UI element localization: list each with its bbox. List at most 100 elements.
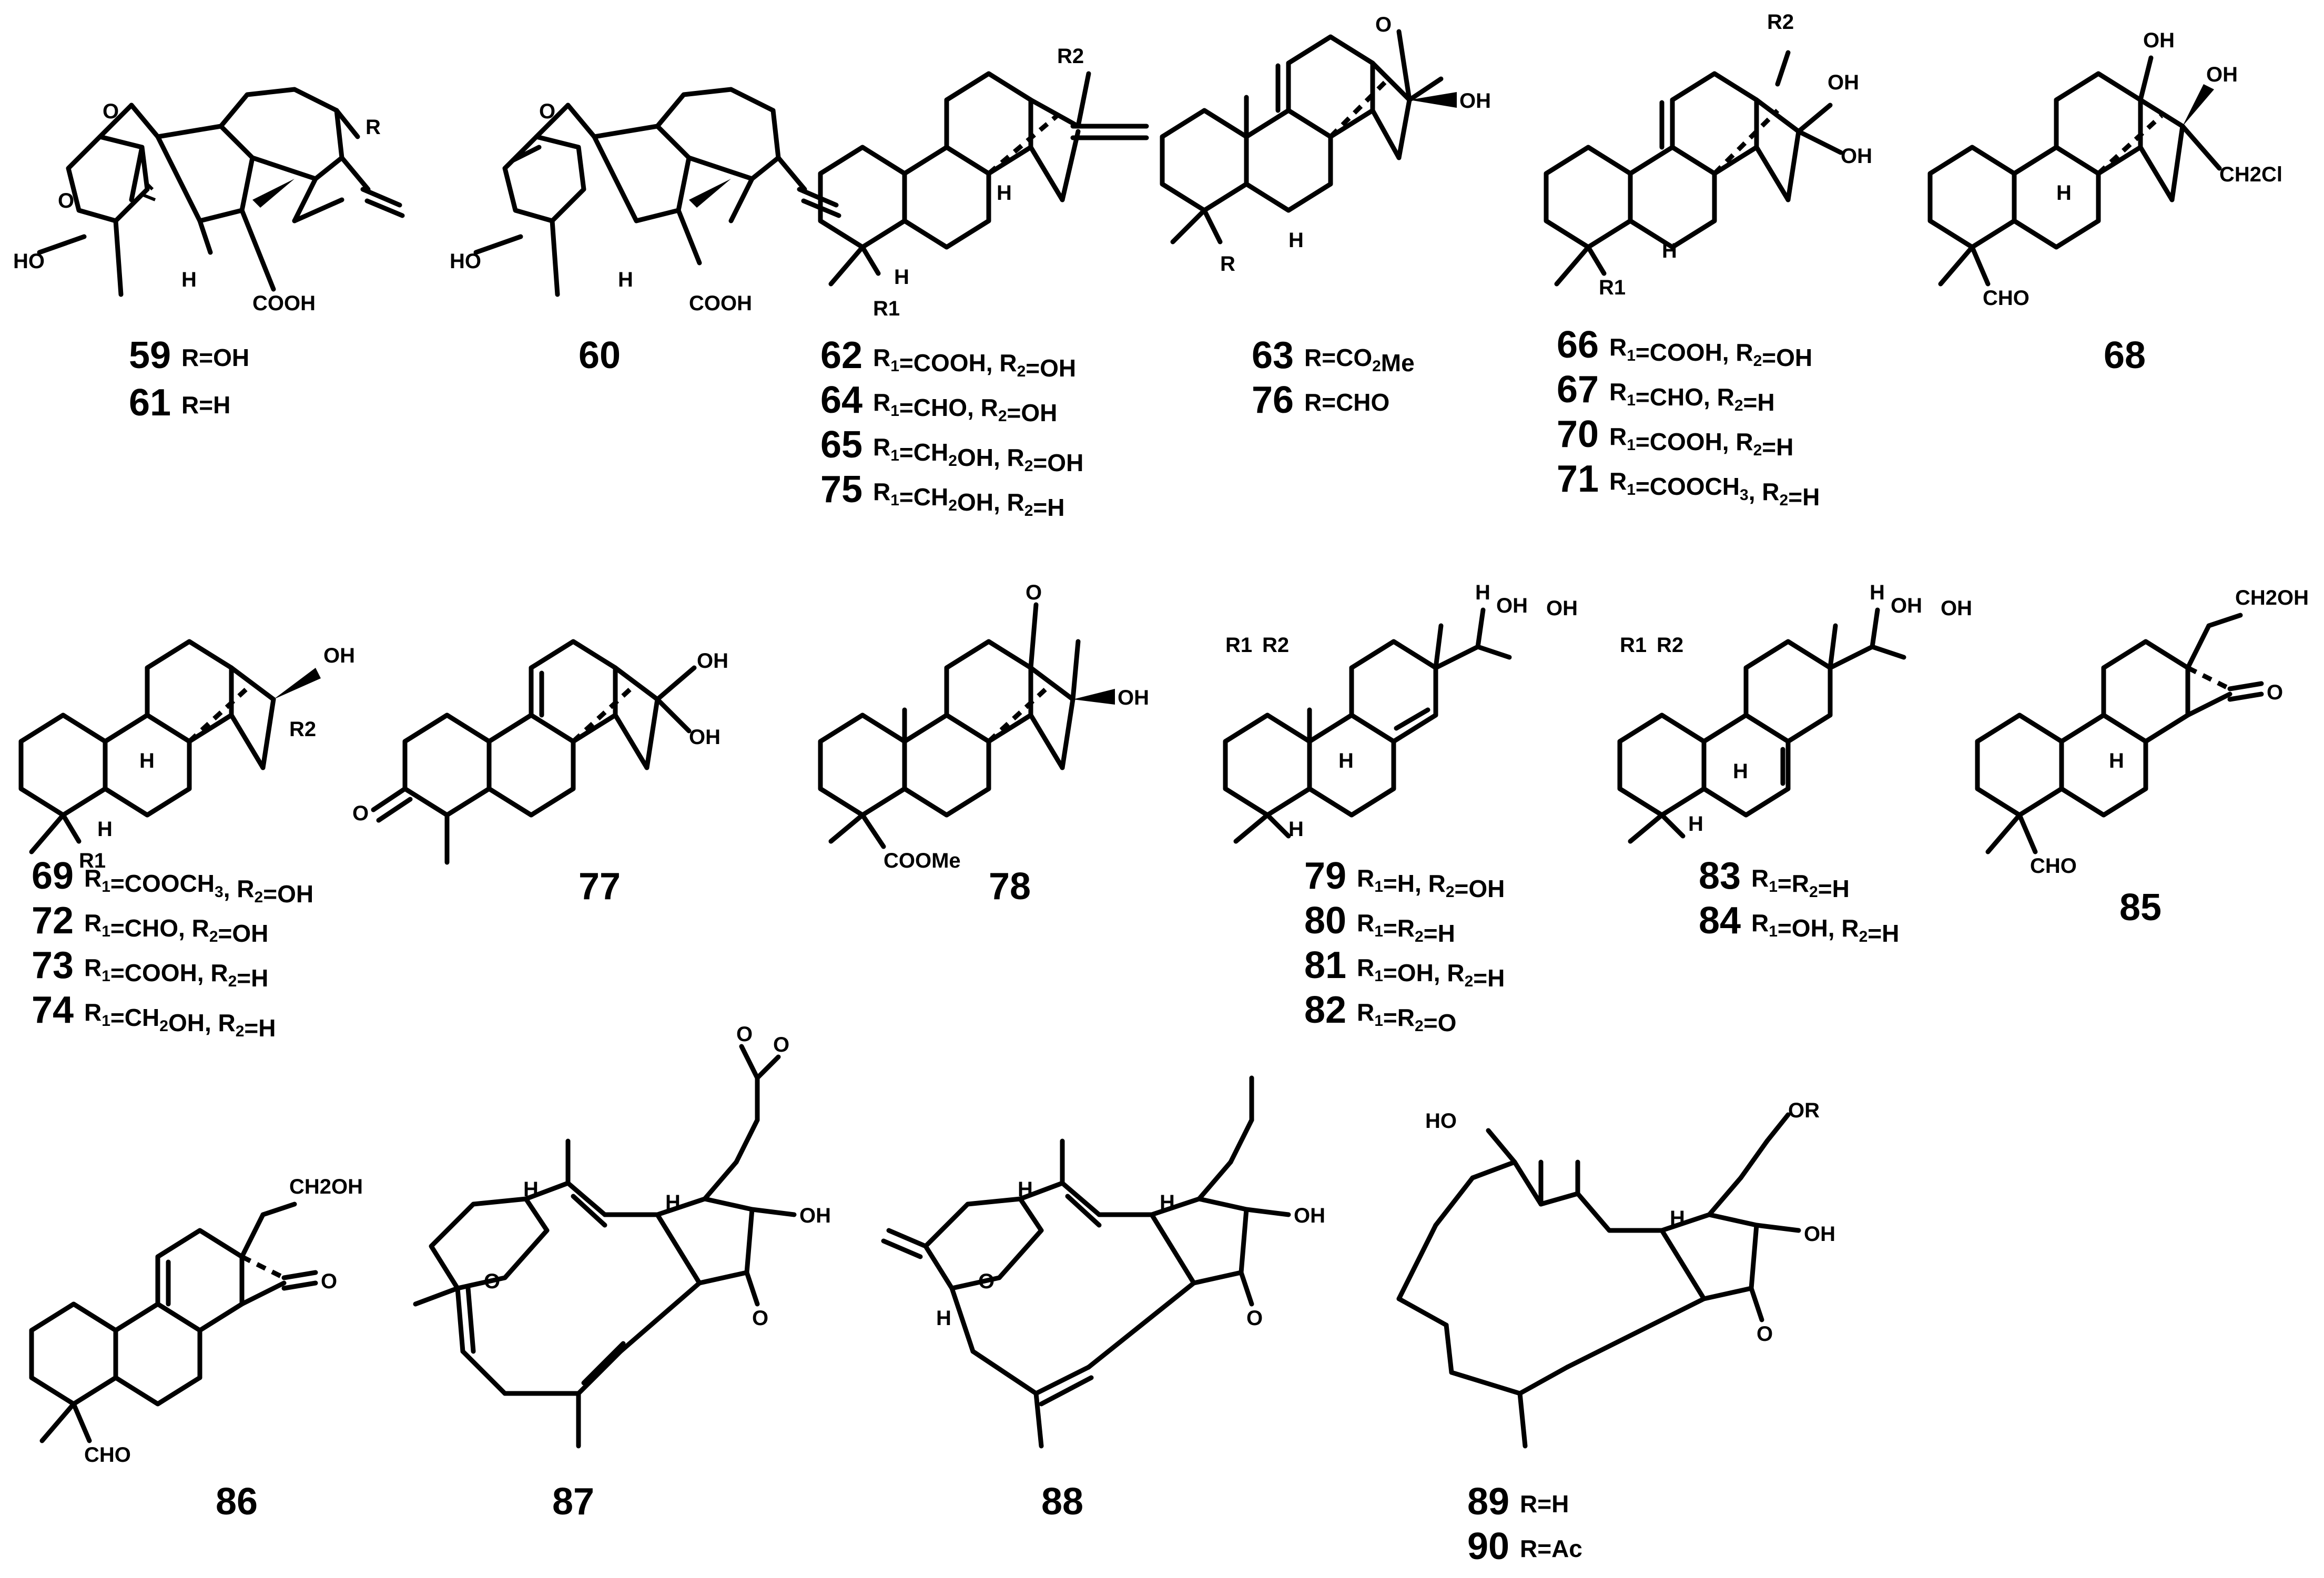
hydrogen-label: H: [97, 818, 113, 841]
oxygen-label: O: [2267, 681, 2283, 704]
oxygen-label: O: [1375, 13, 1392, 36]
compound-number: 64: [820, 379, 862, 421]
hydrogen-label: H: [1160, 1191, 1175, 1214]
chloromethyl-label: CH2Cl: [2219, 163, 2282, 186]
hydrogen-label: H: [1870, 581, 1885, 604]
hydrogen-label: H: [139, 749, 155, 772]
oxygen-label: O: [773, 1033, 789, 1056]
compound-label-79: 79 R1=H, R2=OH: [1304, 855, 1505, 902]
compound-number: 77: [579, 866, 621, 908]
structure-86: CH2OH O CHO: [29, 1175, 363, 1467]
compound-label-88: 88: [1041, 1481, 1083, 1523]
compound-number: 86: [216, 1481, 258, 1523]
structure-66-family: OH OH R2 H R1: [1544, 11, 1872, 299]
compound-number: 66: [1557, 324, 1599, 366]
hydrogen-label: H: [1733, 760, 1748, 783]
substituent-definition: R1=COOH, R2=OH: [873, 344, 1076, 382]
substituent-definition: R1=CHO, R2=H: [1609, 378, 1775, 416]
structure-83-84: H OH OH R1 R2 H H: [1617, 581, 1972, 844]
ether-label: OR: [1788, 1099, 1820, 1122]
hydroxyl-label: OH: [1496, 594, 1528, 617]
hydroxyl-label: OH: [1841, 145, 1872, 168]
hydrogen-label: H: [2109, 749, 2124, 772]
compound-number: 73: [32, 944, 74, 986]
hydroxyl-label: OH: [697, 649, 728, 673]
hydrogen-label: H: [894, 266, 909, 289]
structure-69-family: OH R2 H H R1: [18, 639, 355, 872]
hydroxyl-label: OH: [1828, 71, 1859, 94]
hydroxymethyl-label: CH2OH: [2235, 586, 2309, 609]
compound-number: 87: [552, 1481, 594, 1523]
compound-label-77: 77: [579, 866, 621, 908]
substituent-definition: R1=R2=O: [1357, 999, 1456, 1036]
r1-label: R1: [873, 297, 900, 320]
substituent-definition: R1=OH, R2=H: [1357, 954, 1505, 992]
r1-label: R1: [1225, 634, 1252, 657]
compound-label-66: 66 R1=COOH, R2=OH: [1557, 324, 1812, 371]
oxygen-label: O: [1026, 581, 1042, 604]
r1-label: R1: [1620, 634, 1647, 657]
compound-label-78: 78: [989, 866, 1031, 908]
compound-number: 61: [129, 382, 171, 424]
substituent-definition: R1=R2=H: [1751, 864, 1850, 902]
substituent-definition: R=H: [181, 391, 230, 419]
substituent-definition: R1=COOCH3, R2=OH: [84, 864, 313, 908]
compound-label-60: 60: [579, 334, 621, 376]
hydrogen-label: H: [523, 1178, 539, 1201]
substituent-definition: R1=H, R2=OH: [1357, 864, 1505, 902]
r-label: R: [366, 116, 381, 139]
compound-number: 90: [1467, 1525, 1509, 1567]
hash-wedge: [141, 182, 156, 201]
substituent-definition: R1=CH2OH, R2=H: [873, 478, 1065, 521]
hydrogen-label: H: [1688, 812, 1703, 836]
compound-number: 76: [1252, 379, 1294, 421]
compound-number: 79: [1304, 855, 1346, 897]
substituent-definition: R=CHO: [1304, 389, 1389, 416]
compound-number: 89: [1467, 1481, 1509, 1523]
hydrogen-label: H: [665, 1191, 681, 1214]
compound-label-87: 87: [552, 1481, 594, 1523]
substituent-definition: R1=COOH, R2=H: [84, 954, 268, 992]
hydrogen-label: H: [1018, 1178, 1033, 1201]
compound-number: 68: [2104, 334, 2146, 376]
compound-label-73: 73 R1=COOH, R2=H: [32, 944, 268, 992]
compound-label-76: 76 R=CHO: [1252, 379, 1389, 421]
substituent-definition: R1=CH2OH, R2=OH: [873, 433, 1083, 476]
structure-89-90: HO H OH O OR: [1396, 1099, 1835, 1449]
substituent-definition: R1=CHO, R2=OH: [873, 389, 1057, 426]
hydrogen-label: H: [1475, 581, 1490, 604]
aldehyde-label: CHO: [2030, 854, 2077, 878]
compound-number: 69: [32, 855, 74, 897]
r2-label: R2: [1057, 45, 1084, 68]
substituent-definition: R1=COOH, R2=OH: [1609, 333, 1812, 371]
hydroxyl-label: OH: [1294, 1204, 1325, 1227]
hydroxyl-label: HO: [1425, 1109, 1457, 1133]
hydrogen-label: H: [181, 268, 197, 291]
structure-63-76: O OH H R: [1160, 13, 1491, 276]
compound-number: 74: [32, 989, 74, 1031]
r1-label: R1: [1599, 276, 1626, 299]
substituent-definition: R=CO2Me: [1304, 344, 1415, 376]
oxygen-label: O: [103, 100, 119, 123]
hydroxyl-label: HO: [13, 250, 45, 273]
substituent-definition: R1=COOH, R2=H: [1609, 423, 1793, 461]
compound-number: 75: [820, 469, 862, 511]
oxygen-label: O: [539, 100, 555, 123]
hydroxyl-label: OH: [2143, 29, 2175, 52]
substituent-definition: R1=CH2OH, R2=H: [84, 999, 276, 1042]
carboxyl-label: COOH: [689, 292, 752, 315]
substituent-definition: R=OH: [181, 344, 249, 371]
hydroxyl-label: OH: [1546, 597, 1578, 620]
compound-label-75: 75 R1=CH2OH, R2=H: [820, 469, 1065, 521]
structure-88: H O H H OH O: [881, 1075, 1325, 1449]
substituent-definition: R1=CHO, R2=OH: [84, 909, 268, 947]
